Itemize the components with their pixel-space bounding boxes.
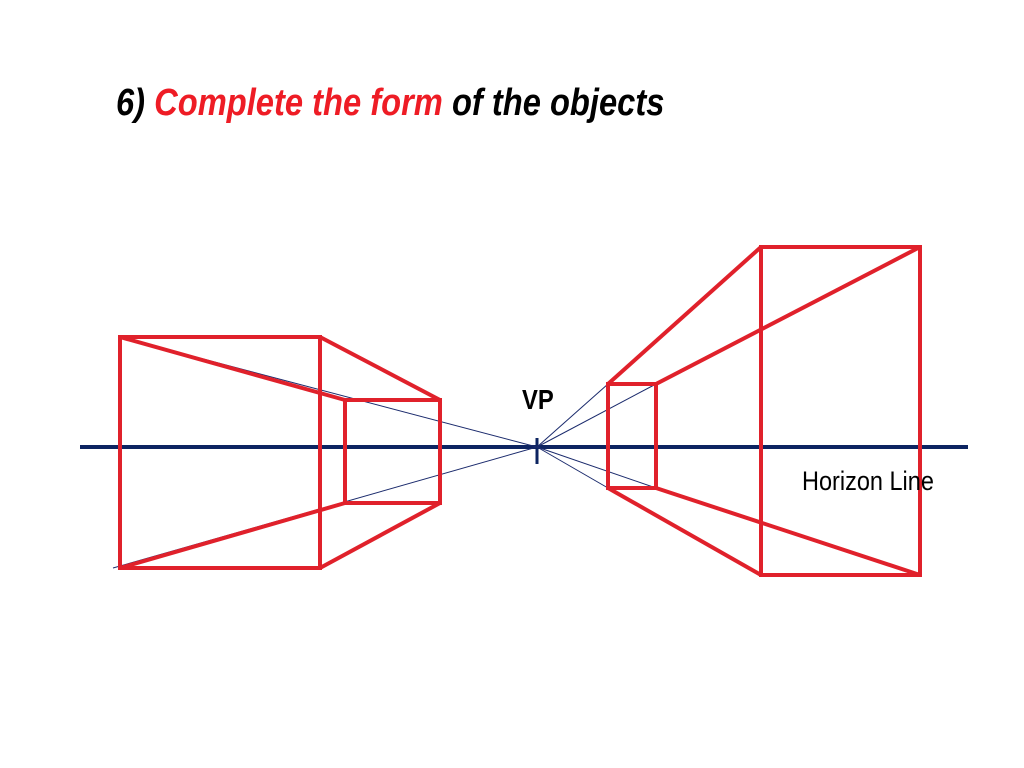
- title-number: 6): [116, 82, 146, 124]
- guide-line-right-bottom: [536, 446, 609, 489]
- right-edge-top: [606, 245, 763, 386]
- title-highlight: Complete the form: [154, 82, 443, 124]
- left-object: [118, 335, 442, 570]
- right-diagonal-top: [655, 245, 921, 386]
- guide-line-right-bottom-inner: [536, 446, 657, 489]
- horizon-line-label: Horizon Line: [802, 466, 934, 496]
- guide-line-right-top-inner: [536, 383, 657, 448]
- slide-title: 6) Complete the form of the objects: [116, 82, 664, 125]
- vanishing-point-label: VP: [522, 384, 554, 415]
- left-edge-top: [319, 335, 441, 402]
- left-front-face: [118, 335, 322, 570]
- left-diagonal-bottom: [119, 501, 346, 570]
- right-object: [606, 245, 922, 577]
- left-back-face: [343, 398, 442, 505]
- left-diagonal-top: [119, 335, 346, 402]
- left-edge-bottom: [319, 501, 441, 570]
- right-back-face: [606, 382, 658, 490]
- right-edge-bottom: [607, 486, 762, 577]
- right-front-face: [759, 245, 922, 577]
- guide-line-right-top: [536, 383, 609, 448]
- right-diagonal-bottom: [655, 486, 921, 577]
- title-rest: of the objects: [451, 82, 665, 124]
